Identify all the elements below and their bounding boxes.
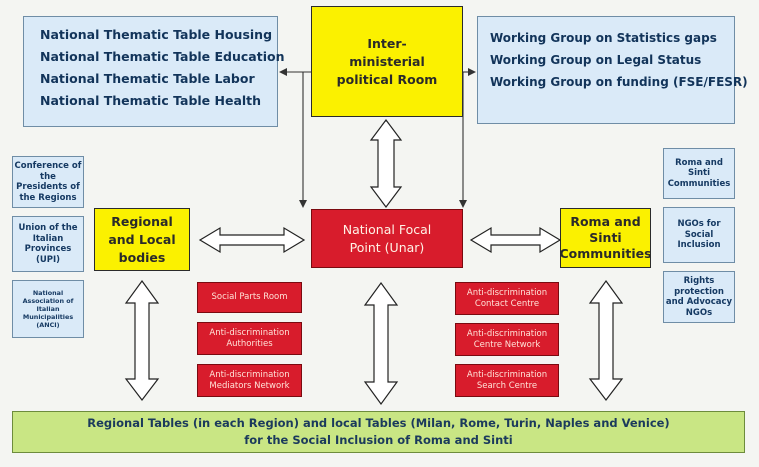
roma-sinti-box: Roma and Sinti Communities	[559, 208, 652, 268]
regional-tables-line2: for the Social Inclusion of Roma and Sin…	[244, 433, 513, 447]
ngos-social-inclusion-box: NGOs for Social Inclusion	[663, 207, 735, 263]
national-focal-point-box: National Focal Point (Unar)	[311, 209, 463, 268]
conference-presidents-box: Conference of the Presidents of the Regi…	[12, 156, 84, 208]
arrowhead-icon	[468, 68, 476, 76]
thematic-table-education: National Thematic Table Education	[40, 49, 285, 64]
antidiscrimination-authorities-box: Anti-discrimination Authorities	[197, 322, 302, 355]
upi-box: Union of the Italian Provinces (UPI)	[12, 216, 84, 272]
working-group-statistics: Working Group on Statistics gaps	[490, 31, 717, 45]
ngos-social-inclusion-label: NGOs for Social Inclusion	[677, 219, 721, 251]
roma-sinti-communities-small-label: Roma and Sinti Communities	[667, 157, 731, 189]
roma-sinti-label: Roma and Sinti Communities	[559, 214, 652, 261]
antidiscrimination-authorities-label: Anti-discrimination Authorities	[209, 327, 290, 349]
double-arrow-icon	[124, 279, 160, 401]
double-arrow-icon	[198, 226, 306, 254]
inter-ministerial-box: Inter-ministerial political Room	[311, 6, 463, 117]
social-parts-room-label: Social Parts Room	[211, 292, 288, 302]
roma-sinti-communities-small-box: Roma and Sinti Communities	[663, 148, 735, 199]
inter-ministerial-label: Inter-ministerial political Room	[336, 35, 438, 87]
antidiscrimination-contact-box: Anti-discrimination Contact Centre	[455, 282, 559, 315]
antidiscrimination-centre-network-box: Anti-discrimination Centre Network	[455, 323, 559, 356]
antidiscrimination-search-label: Anti-discrimination Search Centre	[466, 369, 548, 391]
antidiscrimination-mediators-box: Anti-discrimination Mediators Network	[197, 364, 302, 397]
working-groups-box: Working Group on Statistics gaps Working…	[477, 16, 748, 124]
working-group-funding: Working Group on funding (FSE/FESR)	[490, 75, 748, 89]
double-arrow-icon	[369, 119, 403, 208]
national-focal-point-label: National Focal Point (Unar)	[342, 221, 432, 255]
thematic-tables-box: National Thematic Table Housing National…	[23, 16, 285, 127]
thematic-table-health: National Thematic Table Health	[40, 93, 262, 108]
arrowhead-icon	[299, 200, 307, 208]
regional-local-label: Regional and Local bodies	[108, 213, 176, 265]
anci-box: National Association of Italian Municipa…	[12, 280, 84, 338]
regional-local-box: Regional and Local bodies	[94, 208, 190, 271]
conference-presidents-label: Conference of the Presidents of the Regi…	[14, 161, 82, 203]
double-arrow-icon	[363, 281, 399, 406]
regional-tables-bar: Regional Tables (in each Region) and loc…	[12, 411, 745, 453]
antidiscrimination-contact-label: Anti-discrimination Contact Centre	[466, 287, 548, 309]
working-groups-list: Working Group on Statistics gaps Working…	[490, 27, 748, 93]
double-arrow-icon	[588, 279, 624, 401]
anci-label: National Association of Italian Municipa…	[22, 289, 74, 329]
arrowhead-icon	[459, 200, 467, 208]
upi-label: Union of the Italian Provinces (UPI)	[18, 223, 78, 265]
thematic-tables-list: National Thematic Table Housing National…	[40, 24, 285, 112]
antidiscrimination-centre-network-label: Anti-discrimination Centre Network	[466, 328, 548, 350]
social-parts-room-box: Social Parts Room	[197, 282, 302, 313]
rights-advocacy-box: Rights protection and Advocacy NGOs	[663, 271, 735, 323]
thematic-table-housing: National Thematic Table Housing	[40, 27, 273, 42]
rights-advocacy-label: Rights protection and Advocacy NGOs	[665, 276, 733, 318]
antidiscrimination-mediators-label: Anti-discrimination Mediators Network	[209, 369, 290, 391]
double-arrow-icon	[469, 226, 562, 254]
thematic-table-labor: National Thematic Table Labor	[40, 71, 255, 86]
antidiscrimination-search-box: Anti-discrimination Search Centre	[455, 364, 559, 397]
working-group-legal: Working Group on Legal Status	[490, 53, 702, 67]
regional-tables-line1: Regional Tables (in each Region) and loc…	[87, 416, 670, 430]
